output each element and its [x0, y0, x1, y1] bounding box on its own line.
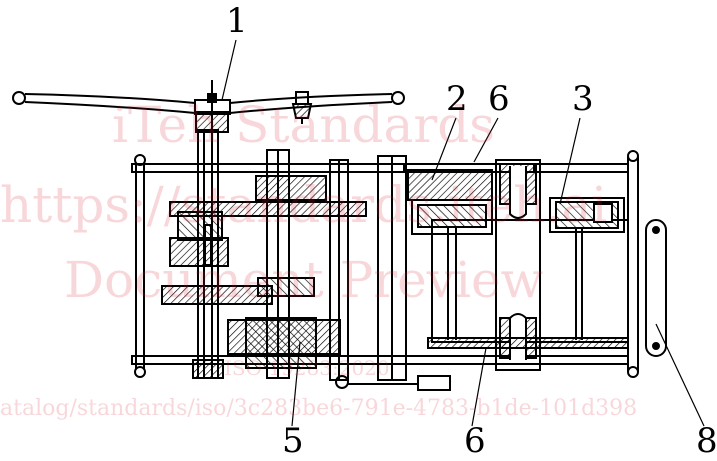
watermark-line: Document Preview	[64, 251, 544, 309]
gear-3	[549, 197, 625, 233]
watermark-line: ISO 19283:2020	[224, 356, 390, 380]
callout-3: 3	[572, 79, 594, 119]
callout-2: 2	[446, 79, 468, 119]
bottom-linkage	[348, 375, 451, 391]
gear-2	[407, 169, 493, 235]
leader-lines	[221, 39, 705, 427]
callout-8: 8	[696, 421, 717, 461]
center-shaft	[329, 155, 535, 389]
input-shaft	[161, 129, 273, 379]
shaft-5	[169, 149, 367, 379]
callout-1: 1	[226, 1, 248, 41]
callout-6-bottom: 6	[464, 421, 486, 461]
handle-8	[645, 219, 667, 357]
watermark-line: iTeh Standards	[112, 96, 495, 154]
callout-5: 5	[282, 421, 304, 461]
watermark-line: https://standards.iteh.ai	[0, 176, 608, 234]
watermark-url: atalog/standards/iso/3c283be6-791e-4783-…	[0, 396, 638, 421]
callout-6-top: 6	[488, 79, 510, 119]
drum	[427, 159, 629, 371]
